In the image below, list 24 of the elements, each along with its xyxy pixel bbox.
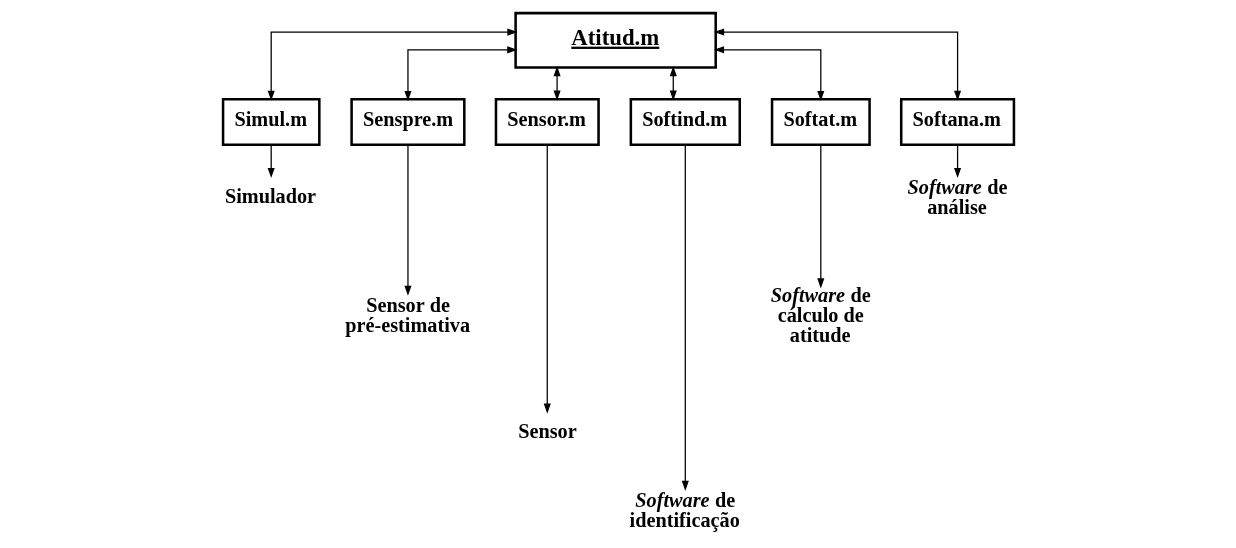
node-box: Simul.m <box>221 97 321 147</box>
node-box: Senspre.m <box>349 97 466 147</box>
arrow <box>403 144 411 296</box>
arrow <box>403 46 517 102</box>
node-text: Software de análise <box>907 175 1008 219</box>
arrow <box>816 144 824 289</box>
arrow <box>713 46 824 102</box>
node-box: Sensor.m <box>494 97 600 147</box>
arrow <box>267 144 275 179</box>
arrow <box>713 28 961 101</box>
node-box: Softind.m <box>629 97 741 147</box>
node-text: Sensor de pré-estimativa <box>344 293 470 336</box>
arrow <box>553 66 561 101</box>
node-text: Software de cálculo de atitude <box>770 283 871 347</box>
arrow <box>681 144 689 491</box>
arrow <box>267 28 517 101</box>
arrow <box>953 144 961 179</box>
node-box: Softat.m <box>770 97 871 147</box>
node-box: Softana.m <box>899 97 1015 147</box>
arrow <box>543 144 551 414</box>
node-text: Simulador <box>224 184 316 207</box>
node-text: Sensor <box>517 420 577 443</box>
node-text: Software de identificação <box>629 488 740 532</box>
node-box: Atitud.m <box>513 11 717 69</box>
